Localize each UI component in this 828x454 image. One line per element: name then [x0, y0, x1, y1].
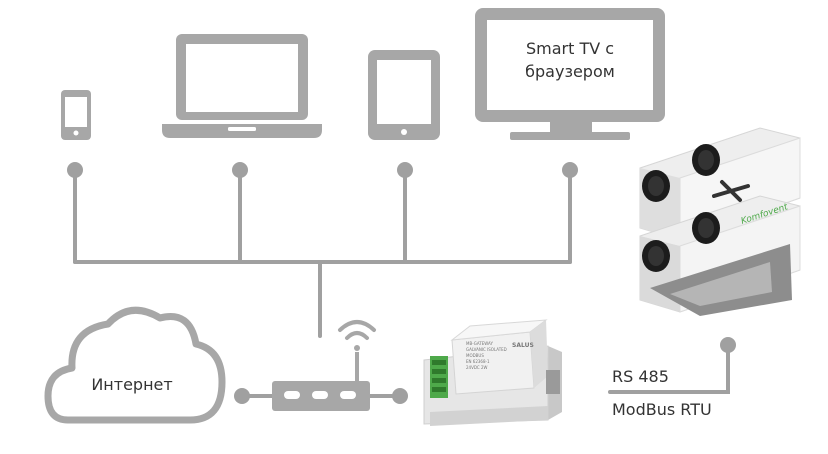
network-bus	[73, 168, 730, 398]
module-text-4: EN 62368-1	[466, 359, 490, 364]
dot-unit	[720, 337, 736, 353]
tv-label-line1: Smart TV с	[526, 39, 614, 58]
rs485-line	[608, 343, 730, 394]
wifi-signal-icon	[338, 320, 376, 340]
module-text-3: MODBUS	[466, 353, 484, 358]
tv-label-line2: браузером	[525, 62, 615, 81]
connection-dots	[67, 162, 736, 404]
gateway-module-image	[423, 319, 562, 426]
dot-module	[392, 388, 408, 404]
cloud-icon	[44, 306, 226, 424]
smartphone-icon	[61, 90, 91, 140]
rs485-label: RS 485	[612, 367, 669, 386]
dot-tablet	[397, 162, 413, 178]
dot-phone	[67, 162, 83, 178]
module-brand: SALUS	[512, 342, 534, 349]
dot-tv	[562, 162, 578, 178]
internet-label: Интернет	[91, 375, 172, 394]
router-icon	[272, 345, 370, 411]
module-text-2: GALVANIC ISOLATED	[466, 347, 507, 352]
module-text-1: MB-GATEWAY	[466, 341, 493, 346]
module-text-5: 24VDC 2W	[466, 365, 488, 370]
dot-laptop	[232, 162, 248, 178]
gateway-module-label: SALUS MB-GATEWAY GALVANIC ISOLATED MODBU…	[466, 341, 534, 370]
dot-cloud	[234, 388, 250, 404]
laptop-icon	[162, 34, 322, 138]
smart-tv-icon	[475, 8, 665, 140]
ventilation-unit-image	[639, 127, 801, 316]
tablet-icon	[368, 50, 440, 140]
modbus-label: ModBus RTU	[612, 400, 712, 419]
